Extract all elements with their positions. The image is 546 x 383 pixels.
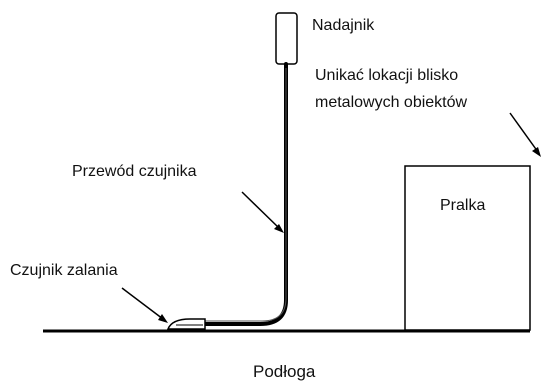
arrow-sensor-wire bbox=[241, 191, 284, 233]
label-transmitter: Nadajnik bbox=[312, 17, 375, 34]
transmitter-box bbox=[275, 12, 298, 65]
sensor-wire-cable-highlight bbox=[202, 68, 287, 322]
flood-sensor-body bbox=[166, 318, 206, 330]
washing-machine-box bbox=[404, 165, 531, 331]
label-avoid-metal-line1: Unikać lokacji blisko bbox=[315, 67, 458, 84]
label-flood-sensor: Czujnik zalania bbox=[10, 262, 118, 279]
label-floor: Podłoga bbox=[253, 362, 316, 381]
arrow-flood-sensor bbox=[121, 287, 168, 323]
label-washing-machine: Pralka bbox=[440, 197, 485, 214]
label-avoid-metal-line2: metalowych obiektów bbox=[315, 94, 468, 111]
label-sensor-wire: Przewód czujnika bbox=[72, 163, 197, 180]
arrow-metal-objects bbox=[509, 112, 541, 157]
